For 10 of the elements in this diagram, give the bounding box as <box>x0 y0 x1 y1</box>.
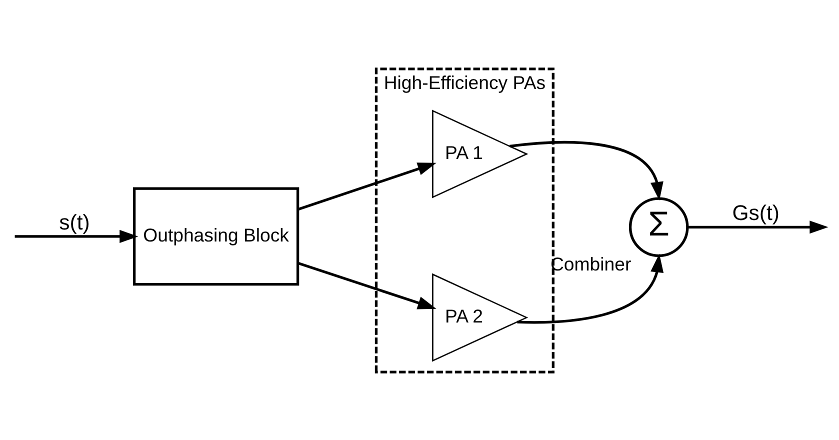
node-box: Outphasing Block <box>132 186 300 286</box>
arrow <box>517 253 664 324</box>
edge-label: Gs(t) <box>732 200 780 225</box>
edge-label: s(t) <box>59 210 90 234</box>
node-circle: Σ <box>628 196 689 257</box>
arrow <box>688 220 828 234</box>
arrow <box>298 162 436 210</box>
arrow <box>14 229 138 242</box>
arrow <box>510 140 664 200</box>
arrow <box>298 261 436 309</box>
